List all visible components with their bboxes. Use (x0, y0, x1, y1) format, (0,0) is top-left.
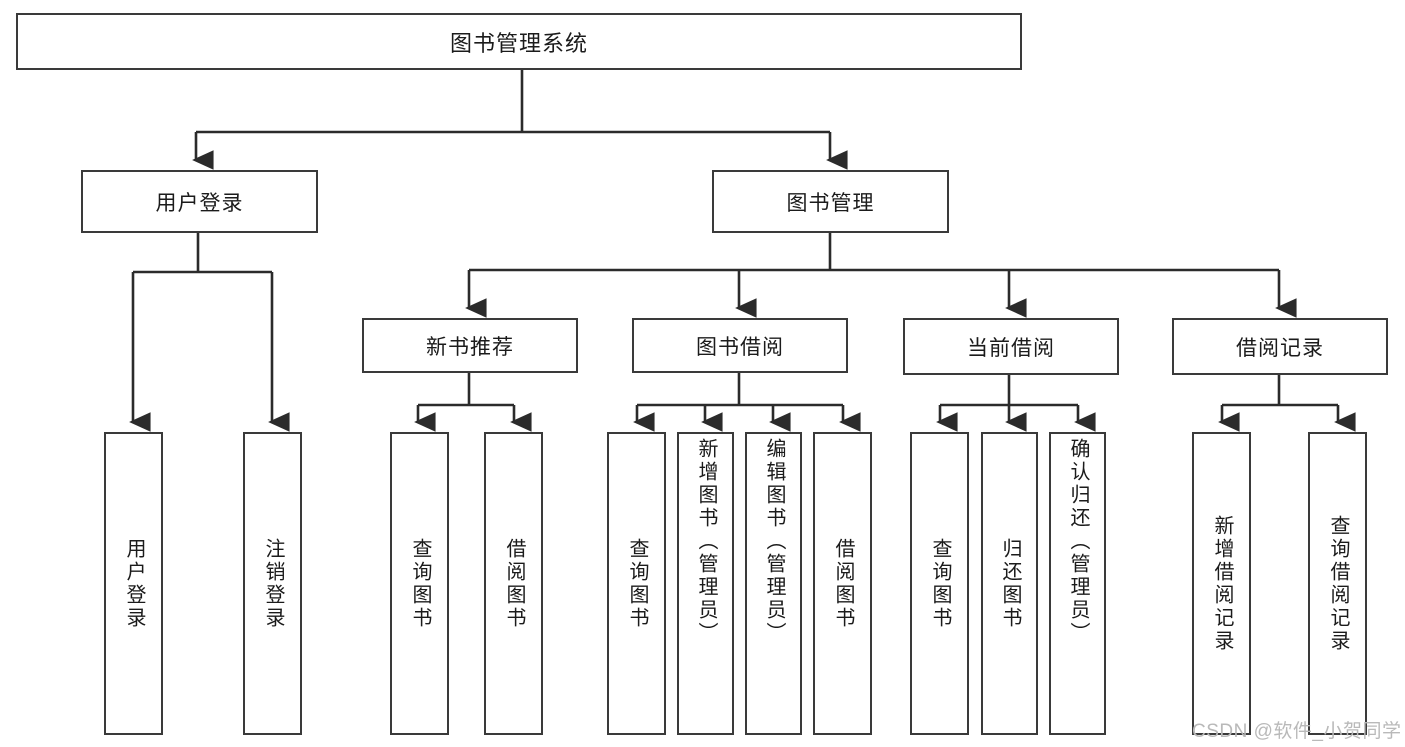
node-book-management[interactable]: 图书管理 (712, 170, 949, 233)
node-label: 查询借阅记录 (1327, 514, 1349, 653)
node-label: 当前借阅 (967, 336, 1055, 360)
node-label: 图书借阅 (696, 335, 784, 359)
leaf-add-borrow-record[interactable]: 新增借阅记录 (1192, 432, 1251, 735)
node-label: 借阅记录 (1236, 336, 1324, 360)
leaf-confirm-return-admin[interactable]: 确认归还（管理员） (1049, 432, 1106, 735)
leaf-borrow-book-recommend[interactable]: 借阅图书 (484, 432, 543, 735)
node-root-book-management-system[interactable]: 图书管理系统 (16, 13, 1022, 70)
csdn-watermark: CSDN @软件_小贺同学 (1192, 721, 1402, 742)
node-label: 查询图书 (929, 537, 951, 630)
leaf-query-book-current[interactable]: 查询图书 (910, 432, 969, 735)
node-label: 图书管理 (786, 191, 875, 215)
node-label: 图书管理系统 (449, 30, 588, 56)
node-new-book-recommend[interactable]: 新书推荐 (362, 318, 578, 373)
node-label: 用户登录 (123, 537, 145, 630)
leaf-add-book-admin[interactable]: 新增图书（管理员） (677, 432, 734, 735)
node-label: 新书推荐 (426, 335, 514, 359)
node-label: 查询图书 (626, 537, 648, 630)
node-book-borrow[interactable]: 图书借阅 (632, 318, 848, 373)
node-label: 新增图书（管理员） (695, 438, 717, 645)
node-user-login[interactable]: 用户登录 (81, 170, 318, 233)
node-label: 借阅图书 (503, 537, 525, 630)
node-label: 借阅图书 (832, 537, 854, 630)
node-borrow-record[interactable]: 借阅记录 (1172, 318, 1388, 375)
node-label: 确认归还（管理员） (1067, 438, 1089, 645)
leaf-query-book-borrow[interactable]: 查询图书 (607, 432, 666, 735)
node-label: 新增借阅记录 (1211, 514, 1233, 653)
node-label: 用户登录 (155, 191, 244, 215)
node-label: 归还图书 (999, 537, 1021, 630)
leaf-return-book[interactable]: 归还图书 (981, 432, 1038, 735)
node-label: 注销登录 (262, 537, 284, 630)
node-current-borrow[interactable]: 当前借阅 (903, 318, 1119, 375)
node-label: 查询图书 (409, 537, 431, 630)
leaf-edit-book-admin[interactable]: 编辑图书（管理员） (745, 432, 802, 735)
leaf-logout-login[interactable]: 注销登录 (243, 432, 302, 735)
leaf-query-borrow-record[interactable]: 查询借阅记录 (1308, 432, 1367, 735)
leaf-query-book-recommend[interactable]: 查询图书 (390, 432, 449, 735)
node-label: 编辑图书（管理员） (763, 438, 785, 645)
leaf-borrow-book[interactable]: 借阅图书 (813, 432, 872, 735)
leaf-user-login[interactable]: 用户登录 (104, 432, 163, 735)
